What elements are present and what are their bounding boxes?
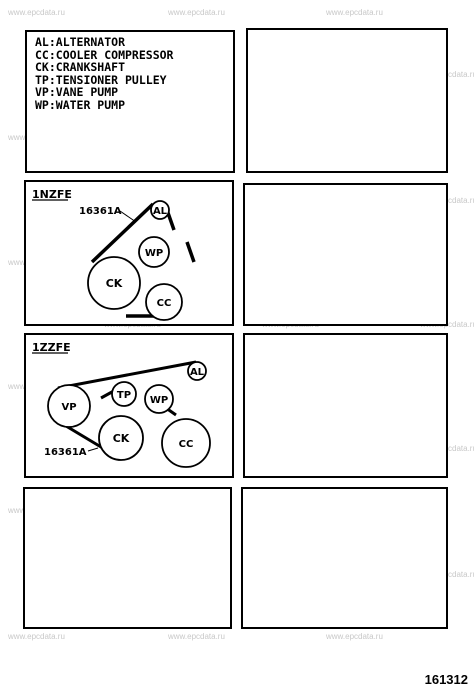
legend-item-cc: CC:COOLER COMPRESSOR xyxy=(35,47,174,62)
pulley-wp xyxy=(144,384,174,414)
empty-panel-2 xyxy=(243,183,448,326)
belt-diagram-1zzfe: 1ZZFE AL VP TP WP CK CC 16361A xyxy=(32,341,211,468)
empty-panel-3 xyxy=(243,333,448,478)
part-number-1nzfe: 16361A xyxy=(79,206,122,217)
pulley-wp-label: WP xyxy=(150,395,168,406)
watermark: www.epcdata.ru xyxy=(326,8,383,17)
legend-item-tp: TP:TENSIONER PULLEY xyxy=(35,72,167,87)
watermark: www.epcdata.ru xyxy=(8,632,65,641)
watermark: www.epcdata.ru xyxy=(8,8,65,17)
panel-1zzfe: 1ZZFE AL VP TP WP CK CC 16361A xyxy=(24,333,234,478)
legend-item-ck: CK:CRANKSHAFT xyxy=(35,60,126,75)
pulley-ck-label: CK xyxy=(113,432,130,445)
belt-diagram-1nzfe: 1NZFE 16361A AL WP CK CC xyxy=(32,188,196,321)
pulley-ck-label: CK xyxy=(106,277,123,290)
pulley-wp-label: WP xyxy=(145,248,163,259)
legend-panel: AL:ALTERNATOR CC:COOLER COMPRESSOR CK:CR… xyxy=(25,30,235,173)
pulley-al xyxy=(187,361,207,381)
drive-belt-1zzfe xyxy=(57,360,197,455)
engine-title-1zzfe: 1ZZFE xyxy=(32,341,71,354)
legend-list: AL:ALTERNATOR CC:COOLER COMPRESSOR CK:CR… xyxy=(35,36,173,112)
pulley-tp-label: TP xyxy=(117,390,131,401)
empty-panel-1 xyxy=(246,28,448,173)
legend-item-wp: WP:WATER PUMP xyxy=(35,97,126,112)
pulley-ck xyxy=(87,256,141,310)
pulley-cc-label: CC xyxy=(179,439,194,450)
pulley-al-label: AL xyxy=(153,206,168,217)
pulley-wp xyxy=(138,236,170,268)
pulley-al-label: AL xyxy=(190,367,205,378)
part-number-1zzfe: 16361A xyxy=(44,447,87,458)
pulley-vp-label: VP xyxy=(61,402,76,413)
pulley-tp xyxy=(111,381,137,407)
watermark: www.epcdata.ru xyxy=(168,8,225,17)
watermark: www.epcdata.ru xyxy=(326,632,383,641)
pulley-al xyxy=(150,200,170,220)
panel-1nzfe: 1NZFE 16361A AL WP CK CC xyxy=(24,180,234,326)
pulley-cc-label: CC xyxy=(157,298,172,309)
pulley-cc xyxy=(145,283,183,321)
engine-title-1nzfe: 1NZFE xyxy=(32,188,72,201)
leader-line-1zzfe xyxy=(87,447,99,452)
leader-line-1nzfe xyxy=(119,210,137,223)
empty-panel-4 xyxy=(23,487,232,629)
empty-panel-5 xyxy=(241,487,448,629)
pulley-vp xyxy=(47,384,91,428)
pulley-ck xyxy=(98,415,144,461)
legend-item-vp: VP:VANE PUMP xyxy=(35,85,119,100)
figure-number: 161312 xyxy=(424,672,468,687)
pulley-cc xyxy=(161,418,211,468)
watermark: www.epcdata.ru xyxy=(168,632,225,641)
drive-belt-1nzfe xyxy=(90,202,196,318)
legend-item-al: AL:ALTERNATOR xyxy=(35,35,126,49)
